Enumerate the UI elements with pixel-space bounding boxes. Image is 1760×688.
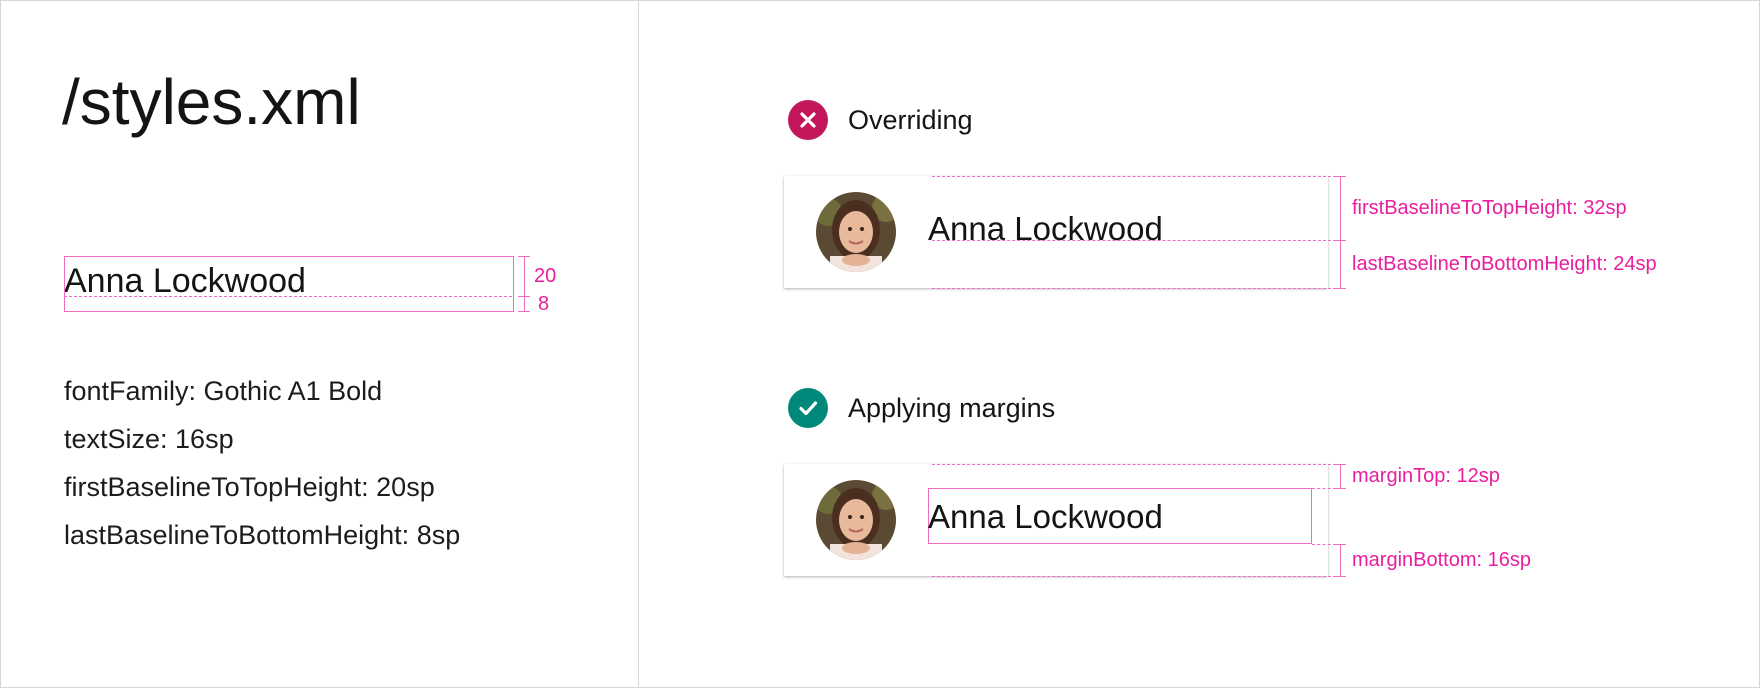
measure-tick-mid xyxy=(518,296,530,297)
overriding-bottom-guide xyxy=(932,288,1336,289)
overriding-tick-top xyxy=(1334,176,1346,177)
applying-margins-heading: Applying margins xyxy=(848,393,1056,423)
margins-annotation-top: marginTop: 12sp xyxy=(1352,465,1500,487)
measure-tick-top xyxy=(518,256,530,257)
overriding-tick-bottom xyxy=(1334,288,1346,289)
close-icon xyxy=(788,100,828,140)
spec-last-baseline: lastBaselineToBottomHeight: 8sp xyxy=(64,520,461,550)
margin-bottom-tick-b xyxy=(1334,576,1346,577)
avatar xyxy=(816,192,896,272)
overriding-bracket xyxy=(1340,176,1341,288)
margins-top-guide xyxy=(932,464,1336,465)
margins-annotation-bottom: marginBottom: 16sp xyxy=(1352,549,1531,571)
margins-text-box xyxy=(928,488,1312,544)
measure-top-value: 20 xyxy=(534,265,557,287)
overriding-annotation-top: firstBaselineToTopHeight: 32sp xyxy=(1352,197,1627,219)
overriding-annotation-bottom: lastBaselineToBottomHeight: 24sp xyxy=(1352,253,1657,275)
margin-top-tick-a xyxy=(1334,464,1346,465)
file-title: /styles.xml xyxy=(62,66,361,138)
measure-bracket xyxy=(524,256,525,312)
measure-tick-bottom xyxy=(518,311,530,312)
margin-top-bracket xyxy=(1340,464,1341,488)
sample-name-text: Anna Lockwood xyxy=(64,262,306,300)
margins-bottom-inner-guide xyxy=(1312,544,1336,545)
avatar xyxy=(816,480,896,560)
margin-top-tick-b xyxy=(1334,488,1346,489)
measure-bottom-value: 8 xyxy=(538,293,550,315)
margin-bottom-tick-a xyxy=(1334,544,1346,545)
text-bounds-box xyxy=(64,256,514,312)
overriding-top-guide xyxy=(932,176,1336,177)
overriding-heading: Overriding xyxy=(848,105,973,135)
margins-bottom-guide xyxy=(932,576,1336,577)
margins-top-inner-guide xyxy=(1312,488,1336,489)
check-icon xyxy=(788,388,828,428)
overriding-tick-mid xyxy=(1334,240,1346,241)
overriding-baseline-guide xyxy=(932,240,1336,241)
spec-font-family: fontFamily: Gothic A1 Bold xyxy=(64,376,383,406)
margin-bottom-bracket xyxy=(1340,544,1341,576)
overriding-card-name: Anna Lockwood xyxy=(928,210,1163,247)
margins-card-name: Anna Lockwood xyxy=(928,498,1163,535)
panel-divider xyxy=(638,1,639,687)
baseline-guide xyxy=(64,296,512,297)
spec-first-baseline: firstBaselineToTopHeight: 20sp xyxy=(64,472,435,502)
spec-text-size: textSize: 16sp xyxy=(64,424,234,454)
